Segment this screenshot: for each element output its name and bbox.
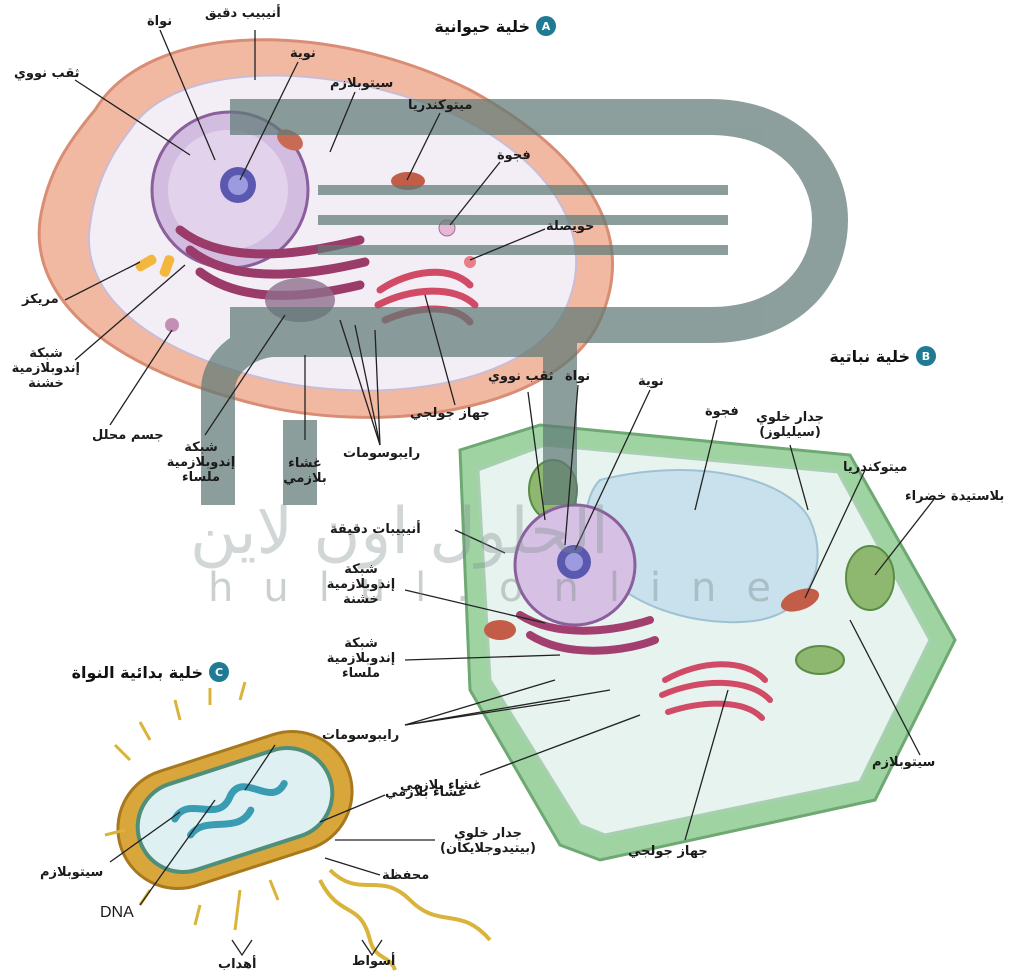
label-animal-microtubule: أنيبيب دقيق: [205, 6, 281, 21]
title-animal-cell: A خلية حيوانية: [434, 16, 556, 36]
label-prok-cytoplasm: سيتوبلازم: [40, 865, 103, 880]
title-plant-cell: B خلية نباتية: [829, 346, 936, 366]
label-animal-nuclear-pore: ثقب نووي: [14, 66, 80, 81]
badge-c: C: [209, 662, 229, 682]
watermark-latin: hulul.online: [208, 565, 801, 611]
label-animal-smooth-er: شبكة إندوبلازمية ملساء: [162, 440, 240, 485]
label-animal-plasma-membrane: غشاء بلازمي: [280, 456, 330, 486]
label-prok-flagella: أسواط: [352, 954, 395, 969]
label-prok-dna: DNA: [100, 905, 134, 920]
title-animal-text: خلية حيوانية: [434, 17, 530, 36]
title-prokaryotic-text: خلية بدائية النواة: [72, 663, 203, 682]
label-animal-nucleus: نواة: [147, 14, 172, 29]
label-plant-nuclear-pore: ثقب نووي: [488, 369, 554, 384]
label-plant-golgi: جهاز جولجي: [628, 844, 708, 859]
label-animal-nucleolus: نوية: [290, 46, 316, 61]
label-animal-rough-er: شبكة إندوبلازمية خشنة: [12, 346, 80, 391]
label-prok-pili: أهداب: [218, 957, 257, 972]
label-prok-cell-wall: جدار خلوي (بيتيدوجلايكان): [438, 826, 538, 856]
label-animal-ribosomes: رايبوسومات: [343, 446, 420, 461]
label-plant-chloroplast: بلاستيدة خضراء: [905, 489, 1004, 504]
animal-cell-illustration: [39, 40, 612, 418]
title-plant-text: خلية نباتية: [829, 347, 910, 366]
label-plant-nucleus: نواة: [565, 369, 590, 384]
label-plant-smooth-er: شبكة إندوبلازمية ملساء: [322, 636, 400, 681]
title-prokaryotic-cell: C خلية بدائية النواة: [72, 662, 229, 682]
label-animal-golgi: جهاز جولجي: [410, 406, 490, 421]
label-animal-vacuole: فجوة: [497, 148, 531, 163]
label-plant-ribosomes: رايبوسومات: [322, 728, 399, 743]
label-prok-plasma-membrane: غشاء بلازمي: [385, 785, 467, 800]
label-animal-lysosome: جسم محلل: [92, 428, 164, 443]
label-animal-mitochondria: ميتوكندريا: [408, 98, 472, 113]
label-plant-cytoplasm: سيتوبلازم: [872, 755, 935, 770]
badge-b: B: [916, 346, 936, 366]
label-plant-nucleolus: نوية: [638, 374, 664, 389]
label-plant-cell-wall: جدار خلوي (سيليلوز): [755, 410, 825, 440]
label-animal-cytoplasm: سيتوبلازم: [330, 76, 393, 91]
label-plant-vacuole: فجوة: [705, 404, 739, 419]
plant-cell-illustration: [460, 425, 955, 860]
label-animal-vesicle: حويصلة: [546, 219, 594, 234]
label-plant-rough-er: شبكة إندوبلازمية خشنة: [322, 562, 400, 607]
label-plant-mitochondria: ميتوكندريا: [843, 460, 907, 475]
label-prok-capsule: محفظة: [382, 868, 429, 883]
label-plant-microtubules: أنيبيبات دقيقة: [330, 522, 421, 537]
badge-a: A: [536, 16, 556, 36]
label-animal-centriole: مريكز: [22, 292, 59, 307]
